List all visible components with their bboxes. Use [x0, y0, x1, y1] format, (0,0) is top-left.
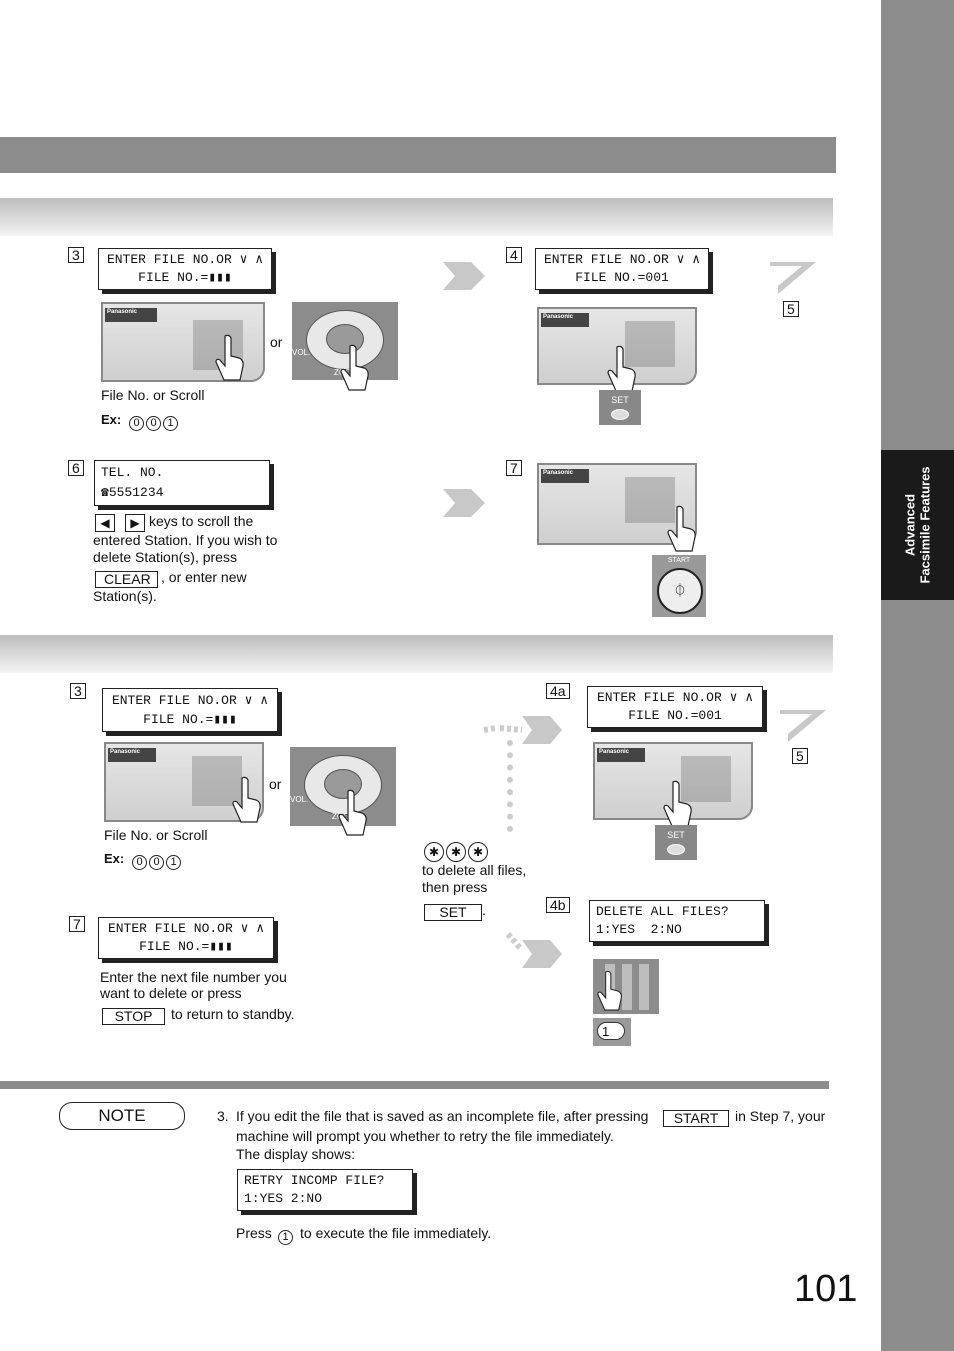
asterisk-key-icon: ✱ [424, 842, 444, 862]
scroll-keypad-image: VOL. ZOOM [290, 747, 396, 836]
finger-icon [667, 505, 696, 552]
finger-icon [597, 970, 622, 1011]
branch-line [507, 740, 513, 832]
lcd-display: DELETE ALL FILES?1:YES 2:NO [589, 900, 765, 942]
instruction-text: to delete all files, [422, 862, 527, 878]
note-text: machine will prompt you whether to retry… [236, 1128, 614, 1144]
start-key: START [663, 1110, 729, 1127]
step-number: 6 [68, 460, 84, 476]
digit-key: 0 [129, 416, 144, 431]
lcd-display: ENTER FILE NO.OR ∨ ∧FILE NO.=▮▮▮ [98, 248, 272, 290]
instruction-text: to return to standby. [171, 1006, 295, 1022]
instruction-text: , or enter new [161, 569, 247, 585]
note-rule [0, 1081, 829, 1089]
finger-icon [215, 334, 244, 381]
note-badge: NOTE [59, 1102, 185, 1130]
finger-icon [340, 344, 369, 391]
note-text: to execute the file immediately. [300, 1225, 492, 1241]
finger-icon [338, 789, 367, 836]
instruction-text: delete Station(s), press [93, 549, 237, 565]
example-label: Ex: [101, 412, 122, 427]
fax-machine-image: Panasonic [537, 307, 697, 392]
branch-arrow-icon [483, 716, 562, 744]
or-text: or [269, 776, 282, 792]
instruction-text: want to delete or press [100, 985, 242, 1001]
next-arrow-icon [443, 489, 485, 517]
clear-key: CLEAR [95, 571, 158, 588]
period-text: . [482, 902, 486, 918]
digit-key: 1 [163, 416, 178, 431]
section-band-1 [0, 198, 833, 236]
numeric-keypad-image [593, 959, 659, 1014]
note-text: Press [236, 1225, 272, 1241]
step-number: 4b [546, 897, 570, 913]
step-number: 5 [792, 748, 808, 764]
fax-machine-image: Panasonic [593, 742, 753, 827]
caption-text: File No. or Scroll [104, 827, 208, 843]
side-bar [881, 0, 954, 1351]
lcd-display: ENTER FILE NO.OR ∨ ∧FILE NO.=001 [535, 248, 709, 290]
digit-key: 0 [149, 855, 164, 870]
finger-icon [607, 345, 636, 392]
fax-machine-image: Panasonic [104, 742, 264, 823]
note-text: If you edit the file that is saved as an… [236, 1108, 649, 1124]
asterisk-keys: ✱✱✱ [424, 842, 490, 862]
key-one: 1 [597, 1022, 625, 1040]
section-band-2 [0, 635, 833, 673]
note-text: The display shows: [236, 1146, 356, 1162]
instruction-text: Station(s). [93, 588, 157, 604]
lcd-display: ENTER FILE NO.OR ∨ ∧FILE NO.=▮▮▮ [98, 917, 274, 959]
page-number: 101 [794, 1268, 858, 1310]
instruction-text: keys to scroll the [149, 513, 254, 529]
start-button-image: START ⏀ [652, 555, 706, 617]
note-item-number: 3. [217, 1108, 229, 1124]
next-arrow-icon [443, 262, 485, 290]
finger-icon [663, 780, 692, 827]
start-icon: ⏀ [657, 568, 703, 614]
scroll-keypad-image: VOL. ZOOM [292, 302, 398, 391]
go-to-step-icon [780, 710, 826, 742]
lcd-display: RETRY INCOMP FILE?1:YES 2:NO [237, 1169, 413, 1211]
step-number: 5 [783, 301, 799, 317]
step-number: 4 [506, 247, 522, 263]
instruction-text: entered Station. If you wish to [93, 532, 278, 548]
section-tab [881, 450, 954, 600]
set-button-image: SET [655, 825, 697, 860]
asterisk-key-icon: ✱ [468, 842, 488, 862]
or-text: or [270, 334, 283, 350]
left-arrow-key-icon: ◀ [95, 514, 115, 532]
instruction-text: then press [422, 879, 488, 895]
header-bar [0, 137, 836, 173]
right-arrow-key-icon: ▶ [125, 514, 145, 532]
digit-key: 1 [166, 855, 181, 870]
instruction-text: Enter the next file number you [100, 969, 287, 985]
step-number: 7 [69, 916, 85, 932]
note-text: in Step 7, your [735, 1108, 826, 1124]
lcd-display: ENTER FILE NO.OR ∨ ∧FILE NO.=001 [587, 686, 763, 728]
asterisk-key-icon: ✱ [446, 842, 466, 862]
step-number: 3 [68, 247, 84, 263]
set-key: SET [424, 904, 482, 921]
step-number: 3 [70, 683, 86, 699]
set-button-image: SET [599, 390, 641, 425]
digit-key: 0 [132, 855, 147, 870]
fax-machine-image: Panasonic [101, 302, 265, 382]
lcd-display: TEL. NO.☎5551234 [94, 460, 270, 506]
caption-text: File No. or Scroll [101, 387, 205, 403]
go-to-step-icon [770, 262, 816, 294]
key-one-icon: 1 [278, 1227, 295, 1245]
fax-machine-image: Panasonic [537, 463, 697, 552]
digit-key: 0 [146, 416, 161, 431]
finger-icon [232, 776, 261, 823]
key-one-image: 1 [593, 1018, 631, 1046]
stop-key: STOP [102, 1008, 165, 1025]
branch-arrow-icon [506, 932, 562, 968]
lcd-display: ENTER FILE NO.OR ∨ ∧FILE NO.=▮▮▮ [102, 688, 278, 732]
step-number: 7 [506, 460, 522, 476]
step-number: 4a [546, 683, 570, 699]
example-label: Ex: [104, 851, 125, 866]
